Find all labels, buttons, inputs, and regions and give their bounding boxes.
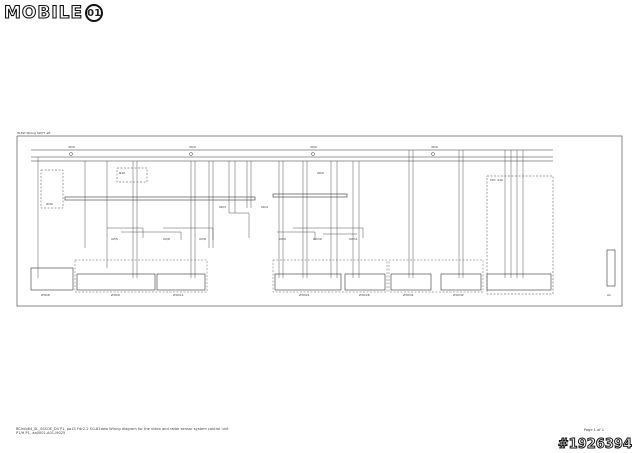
footer-caption: BCinfo64_SL_SSSOE_D4 P1, pa15 Fdr2.2 SG-…: [16, 427, 228, 436]
bus-label: 30/0: [310, 145, 317, 149]
wires: [37, 150, 524, 278]
power-bus: [31, 149, 553, 162]
connector-label: Z30/21: [299, 293, 310, 297]
connector-label: Z30/31: [403, 293, 414, 297]
logo-text: MOBILE: [3, 2, 84, 23]
component-label: A1: [607, 293, 611, 297]
footer-line: P1/H P1, aa0001-A01-M025: [16, 431, 66, 436]
ground-component: [606, 249, 616, 287]
bus-splices: [69, 152, 435, 156]
harness-bars: [64, 193, 348, 201]
component-label: X2/5: [111, 237, 118, 241]
bus-label: 30/0: [68, 145, 75, 149]
connector-label: Z30/11: [173, 293, 184, 297]
component-label: X2/6: [163, 237, 170, 241]
connector-label: Z30/9: [111, 293, 120, 297]
diagram-header-label: W-Fat Wiring SW77 aft: [17, 131, 51, 135]
logo-badge: 01: [85, 4, 104, 22]
component-upper-box: [116, 167, 148, 183]
component-label: W30: [46, 202, 53, 206]
side-control-box: [486, 175, 554, 295]
component-label: X6/3: [219, 205, 226, 209]
connector-label: Z30/8: [41, 293, 50, 297]
watermark-id: #1926394: [557, 437, 632, 453]
mobile01-logo: MOBILE 01: [3, 2, 104, 24]
dashed-harness-frames: [74, 259, 484, 293]
component-label: X2/8: [199, 237, 206, 241]
component-left-box: [40, 169, 64, 209]
wiring-diagram: W-Fat Wiring SW77 aft 30/0 30/0 30/0 30/…: [16, 131, 623, 307]
component-label: N10: [119, 171, 125, 175]
component-label: X6/5: [317, 171, 324, 175]
side-box-label: Ctrl: 21b: [490, 178, 503, 182]
component-label: X2/10: [313, 237, 322, 241]
page-number: Page 1 of 1: [583, 428, 604, 432]
component-label: X2/11: [349, 237, 358, 241]
connector-label: Z30/26: [359, 293, 370, 297]
bus-label: 30/0: [189, 145, 196, 149]
component-label: X2/9: [279, 237, 286, 241]
bus-label: 30/0: [431, 145, 438, 149]
footer-line: BCinfo64_SL_SSSOE_D4 P1, pa15 Fdr2.2 SG-…: [16, 427, 229, 431]
diagram-frame: [16, 135, 623, 307]
connector-label: Z30/32: [453, 293, 464, 297]
connector-blocks: [30, 267, 552, 291]
component-label: X6/4: [261, 205, 268, 209]
